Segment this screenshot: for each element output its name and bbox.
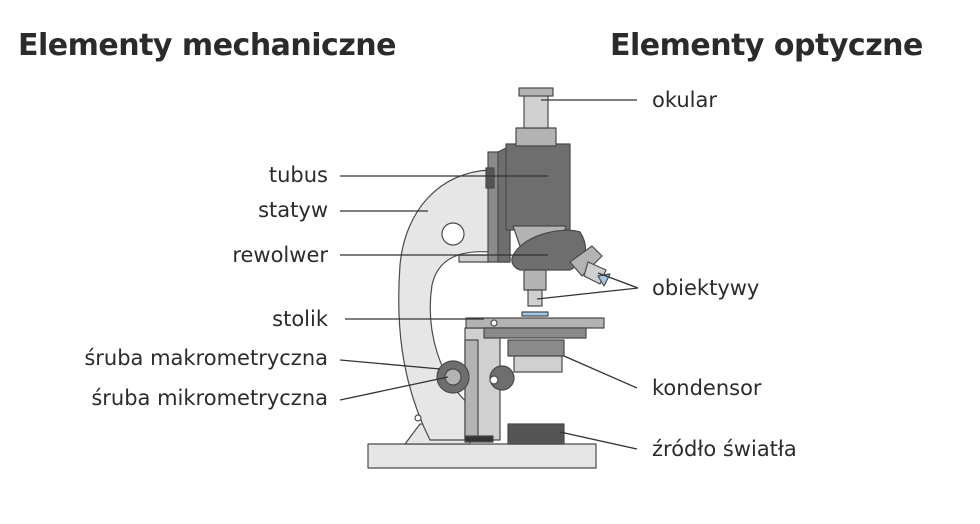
condenser [507, 339, 565, 357]
label-sruba-makrometryczna: śruba makrometryczna [84, 346, 328, 370]
label-rewolwer: rewolwer [232, 243, 328, 267]
microscope-base [367, 443, 597, 469]
label-sruba-mikrometryczna: śruba mikrometryczna [91, 386, 328, 410]
label-obiektywy: obiektywy [652, 276, 760, 300]
label-okular: okular [652, 88, 718, 112]
label-zrodlo-swiatla: źródło światła [652, 437, 797, 461]
label-stolik: stolik [272, 307, 328, 331]
objective [523, 269, 547, 291]
label-statyw: statyw [258, 198, 328, 222]
eyepiece [523, 93, 549, 129]
microscope-tube [505, 143, 571, 231]
heading-mechanical-elements: Elementy mechaniczne [18, 28, 397, 63]
heading-optical-elements: Elementy optyczne [610, 28, 923, 63]
label-kondensor: kondensor [652, 376, 762, 400]
stage [465, 317, 605, 329]
microscope-arm [398, 169, 491, 441]
light-source [507, 423, 565, 445]
label-tubus: tubus [268, 163, 328, 187]
